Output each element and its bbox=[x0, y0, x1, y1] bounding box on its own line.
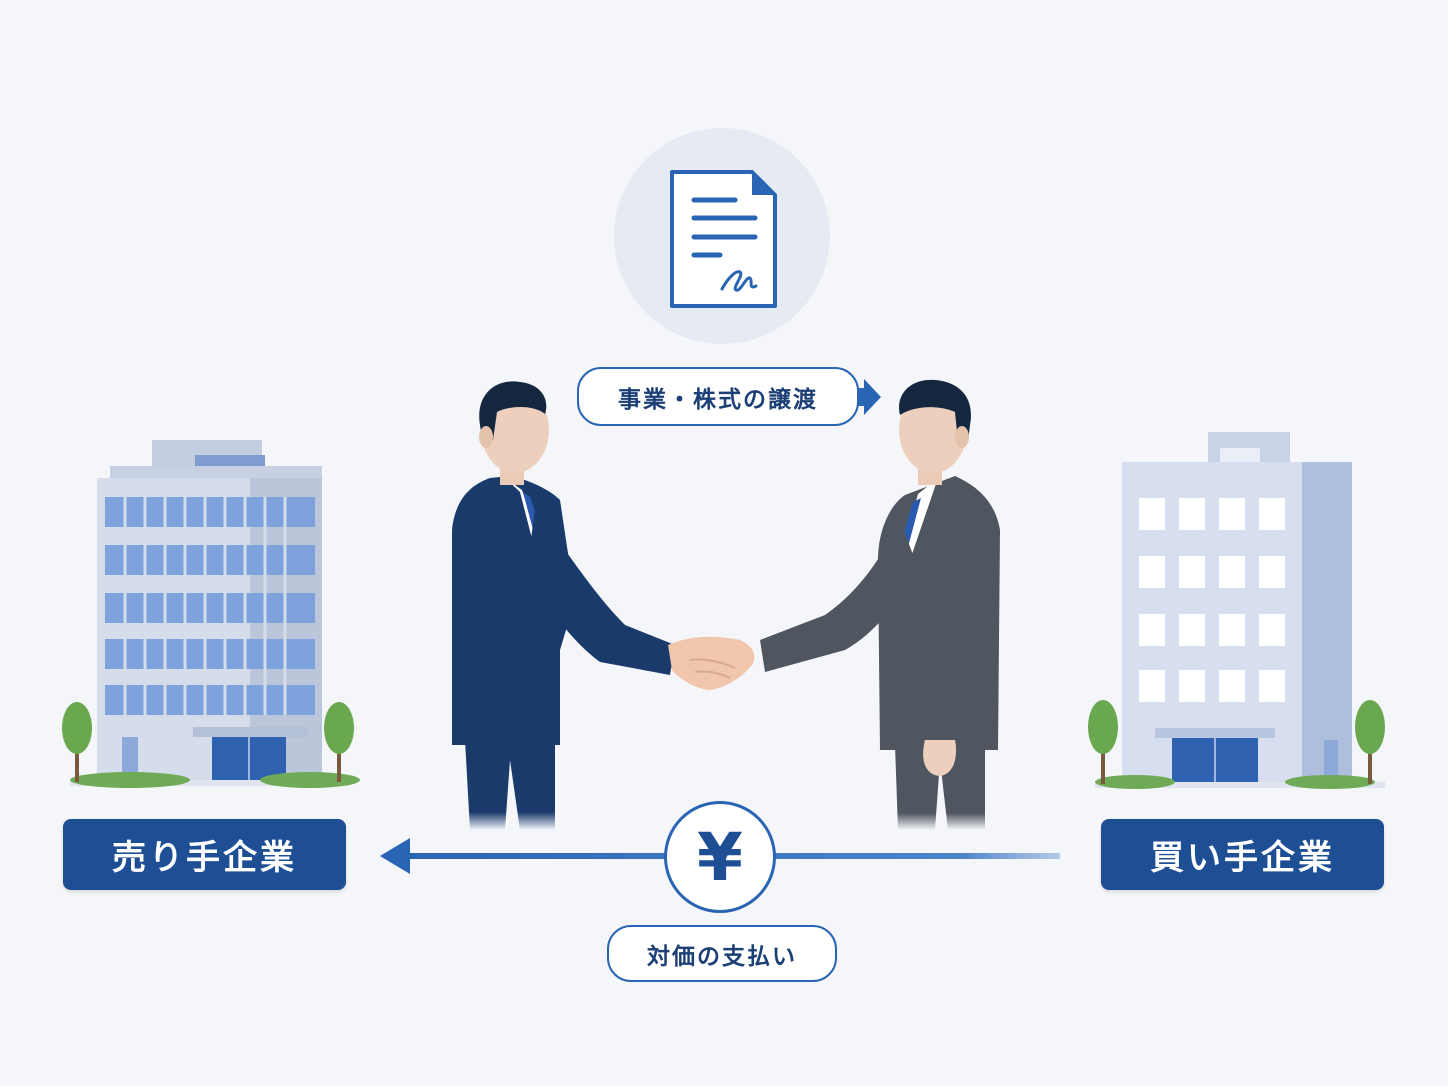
buyer-building-icon bbox=[1095, 432, 1385, 789]
payment-label: 対価の支払い bbox=[607, 925, 837, 982]
tree-icon bbox=[62, 702, 354, 782]
tree-icon bbox=[1088, 700, 1385, 784]
yen-icon: ¥ bbox=[664, 801, 776, 913]
buyer-businessman-illustration bbox=[760, 379, 1000, 830]
buyer-company-label: 買い手企業 bbox=[1101, 819, 1384, 890]
seller-building-icon bbox=[70, 440, 360, 788]
seller-company-label: 売り手企業 bbox=[63, 819, 346, 890]
handshake-illustration bbox=[668, 636, 755, 690]
yen-symbol: ¥ bbox=[697, 818, 743, 896]
document-signature-icon bbox=[670, 170, 777, 308]
buyer-company-label-text: 買い手企業 bbox=[1150, 838, 1335, 878]
transfer-label-text: 事業・株式の譲渡 bbox=[618, 386, 818, 413]
transfer-arrow-icon bbox=[858, 379, 881, 415]
seller-businessman-illustration bbox=[452, 381, 675, 830]
payment-label-text: 対価の支払い bbox=[647, 943, 797, 970]
transfer-label: 事業・株式の譲渡 bbox=[577, 367, 859, 426]
seller-company-label-text: 売り手企業 bbox=[112, 838, 297, 878]
